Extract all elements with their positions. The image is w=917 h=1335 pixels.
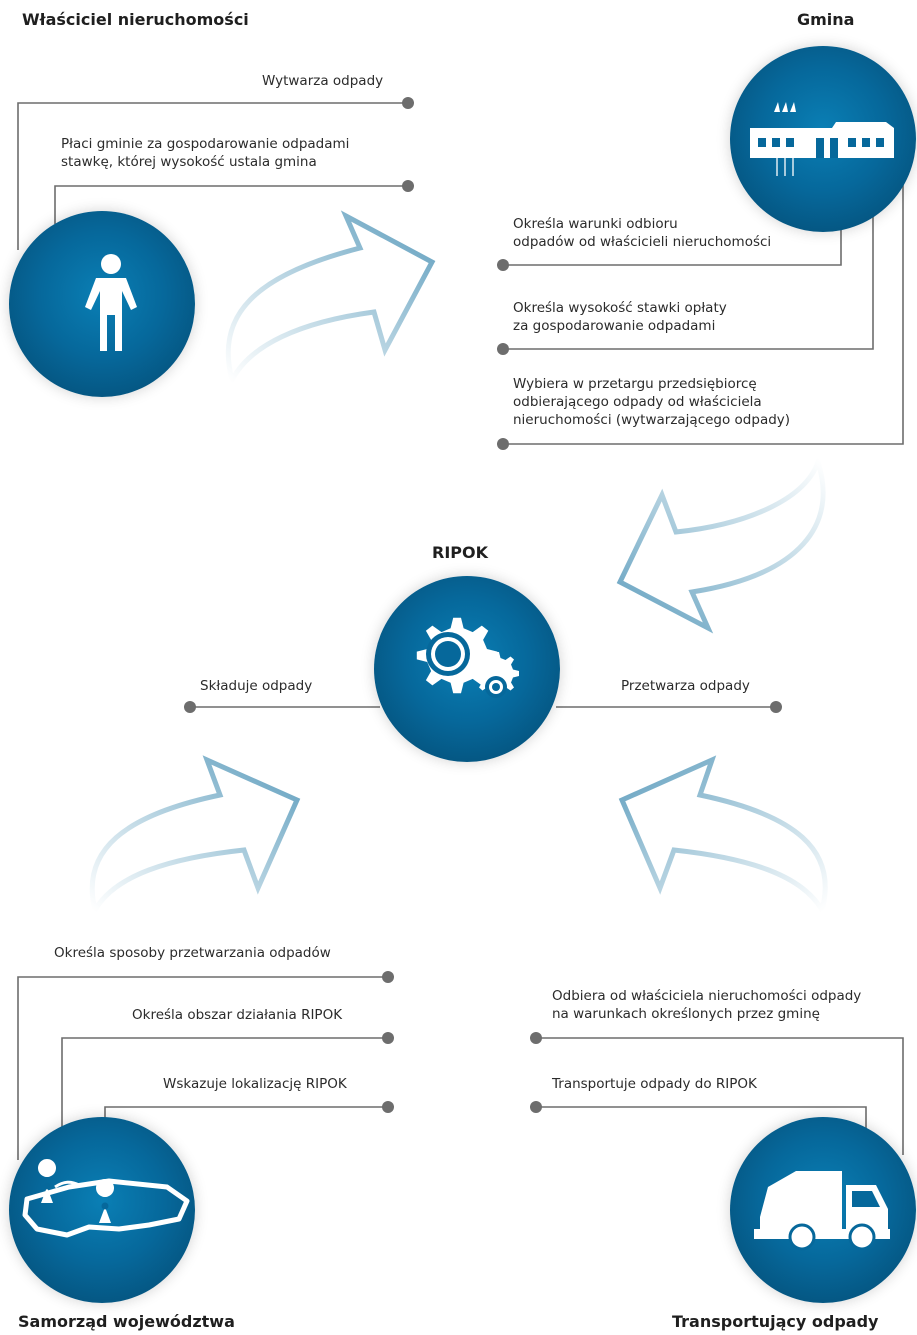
person-icon (85, 254, 137, 351)
commune-connector-1 (503, 214, 842, 266)
ripok-left-action: Składuje odpady (200, 678, 313, 694)
owner-connector-2 (54, 185, 408, 224)
dot (184, 701, 196, 713)
ripok-right-action: Przetwarza odpady (621, 678, 750, 694)
owner-action-2-line-2: stawkę, której wysokość ustala gmina (61, 154, 317, 170)
factory-icon (750, 102, 894, 176)
transporter-connector-2 (536, 1106, 867, 1130)
truck-icon (754, 1171, 890, 1251)
commune-action-3-line-3: nieruchomości (wytwarzającego odpady) (513, 412, 791, 428)
commune-node (730, 46, 916, 232)
gears-icon (416, 617, 519, 698)
voivodeship-action-1: Określa sposoby przetwarzania odpadów (54, 945, 331, 961)
commune-action-2: Określa wysokość stawki opłaty za gospod… (513, 299, 727, 335)
commune-action-1-line-1: Określa warunki odbioru (513, 216, 678, 232)
flow-arrow-owner-to-commune (225, 210, 436, 387)
dot (402, 97, 414, 109)
commune-action-3-line-1: Wybiera w przetargu przedsiębiorcę (513, 376, 757, 392)
commune-action-3: Wybiera w przetargu przedsiębiorcę odbie… (513, 375, 790, 429)
transporter-node (730, 1117, 916, 1303)
commune-connector-3 (503, 155, 904, 445)
voivodeship-title: Samorząd województwa (18, 1312, 235, 1331)
commune-action-3-line-2: odbierającego odpady od właściciela (513, 394, 762, 410)
voivodeship-connector-1 (17, 976, 388, 1160)
flow-arrow-voivodeship-to-ripok (89, 755, 301, 917)
transporter-connector-1 (536, 1037, 904, 1155)
commune-action-1-line-2: odpadów od właścicieli nieruchomości (513, 234, 772, 250)
ripok-title: RIPOK (432, 543, 488, 562)
dot (497, 438, 509, 450)
owner-action-2-line-1: Płaci gminie za gospodarowanie odpadami (61, 136, 350, 152)
owner-node (9, 211, 195, 397)
transporter-action-2: Transportuje odpady do RIPOK (552, 1076, 757, 1092)
dot (382, 971, 394, 983)
owner-action-2: Płaci gminie za gospodarowanie odpadami … (61, 135, 349, 171)
commune-title: Gmina (797, 10, 855, 29)
owner-action-1: Wytwarza odpady (262, 73, 384, 89)
commune-connector-2 (503, 184, 874, 350)
dot (382, 1032, 394, 1044)
transporter-title: Transportujący odpady (672, 1312, 879, 1331)
dot (530, 1101, 542, 1113)
voivodeship-connector-2 (61, 1037, 388, 1130)
commune-action-2-line-2: za gospodarowanie odpadami (513, 318, 716, 334)
commune-action-1: Określa warunki odbioru odpadów od właśc… (513, 215, 771, 251)
voivodeship-action-3: Wskazuje lokalizację RIPOK (163, 1076, 347, 1092)
voivodeship-connector-3 (104, 1106, 388, 1120)
dot (382, 1101, 394, 1113)
flow-arrow-transporter-to-ripok (618, 755, 828, 917)
map-icon (22, 1159, 190, 1238)
dot (402, 180, 414, 192)
voivodeship-node (9, 1117, 195, 1303)
dot (497, 343, 509, 355)
dot (770, 701, 782, 713)
owner-connector-1 (17, 102, 408, 250)
transporter-action-1-line-1: Odbiera od właściciela nieruchomości odp… (552, 988, 862, 1004)
owner-title: Właściciel nieruchomości (22, 10, 249, 29)
transporter-action-1-line-2: na warunkach określonych przez gminę (552, 1006, 820, 1022)
transporter-action-1: Odbiera od właściciela nieruchomości odp… (552, 987, 861, 1023)
ripok-node (374, 576, 560, 762)
dot (530, 1032, 542, 1044)
voivodeship-action-2: Określa obszar działania RIPOK (132, 1007, 343, 1023)
dot (497, 259, 509, 271)
commune-action-2-line-1: Określa wysokość stawki opłaty (513, 300, 727, 316)
flow-arrow-commune-to-ripok (616, 454, 826, 634)
